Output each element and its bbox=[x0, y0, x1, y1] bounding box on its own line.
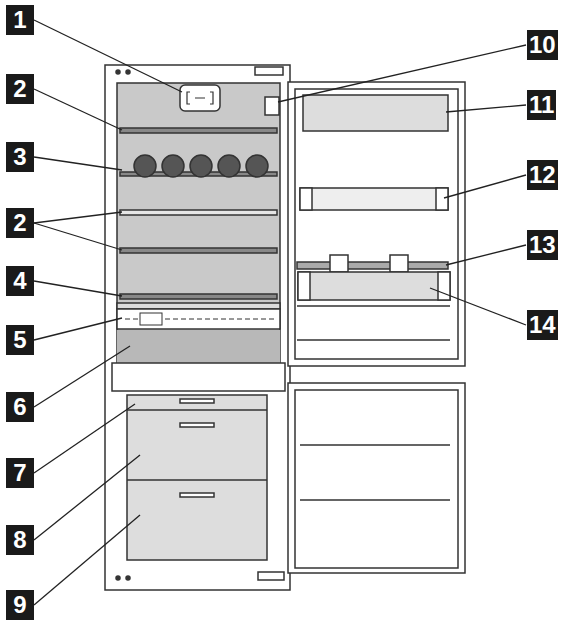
callout-number: 3 bbox=[6, 142, 34, 172]
callout-number: 8 bbox=[6, 525, 34, 555]
callout-number: 2 bbox=[6, 208, 34, 238]
callout-number: 5 bbox=[6, 325, 34, 355]
callout-number: 13 bbox=[527, 230, 558, 260]
callout-number: 11 bbox=[527, 90, 556, 120]
callout-number: 12 bbox=[527, 160, 558, 190]
callout-number: 4 bbox=[6, 266, 34, 296]
callout-number: 2 bbox=[6, 74, 34, 104]
callout-number: 7 bbox=[6, 458, 34, 488]
callout-number: 6 bbox=[6, 392, 34, 422]
callout-number: 9 bbox=[6, 590, 34, 620]
callout-number: 10 bbox=[527, 30, 558, 60]
callout-number: 1 bbox=[6, 5, 34, 35]
callout-number: 14 bbox=[527, 310, 558, 340]
